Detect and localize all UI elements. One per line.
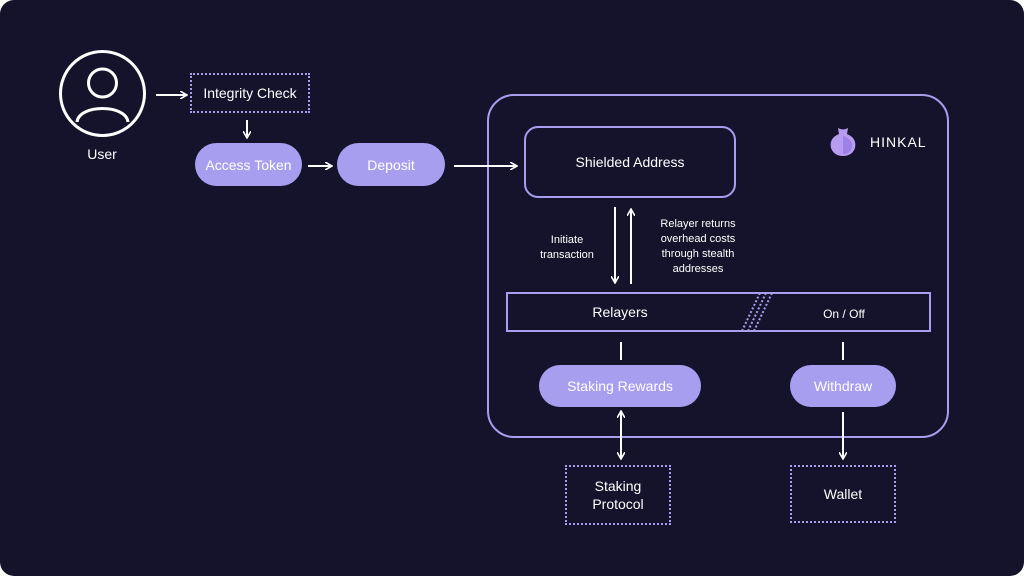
hinkal-container [487, 94, 949, 438]
access-token-node: Access Token [195, 143, 302, 186]
relayer-returns-note: Relayer returns overhead costs through s… [660, 218, 736, 275]
shielded-address-label: Shielded Address [575, 154, 685, 170]
initiate-transaction-note: Initiate transaction [540, 234, 594, 261]
relayers-label: Relayers [592, 304, 648, 320]
withdraw-node: Withdraw [790, 365, 896, 407]
hinkal-brand-label: HINKAL [870, 134, 927, 150]
on-off-label: On / Off [823, 307, 865, 321]
integrity-check-box: Integrity Check [190, 73, 310, 113]
shielded-address-box: Shielded Address [524, 126, 736, 198]
user-label: User [87, 146, 117, 162]
relayers-divider [741, 292, 773, 332]
relayers-bar [506, 292, 931, 332]
staking-rewards-node: Staking Rewards [539, 365, 701, 407]
user-avatar-icon [58, 49, 147, 138]
wallet-box: Wallet [790, 465, 896, 523]
hinkal-logo-icon [826, 124, 860, 158]
deposit-node: Deposit [337, 143, 445, 186]
staking-protocol-box: Staking Protocol [565, 465, 671, 525]
